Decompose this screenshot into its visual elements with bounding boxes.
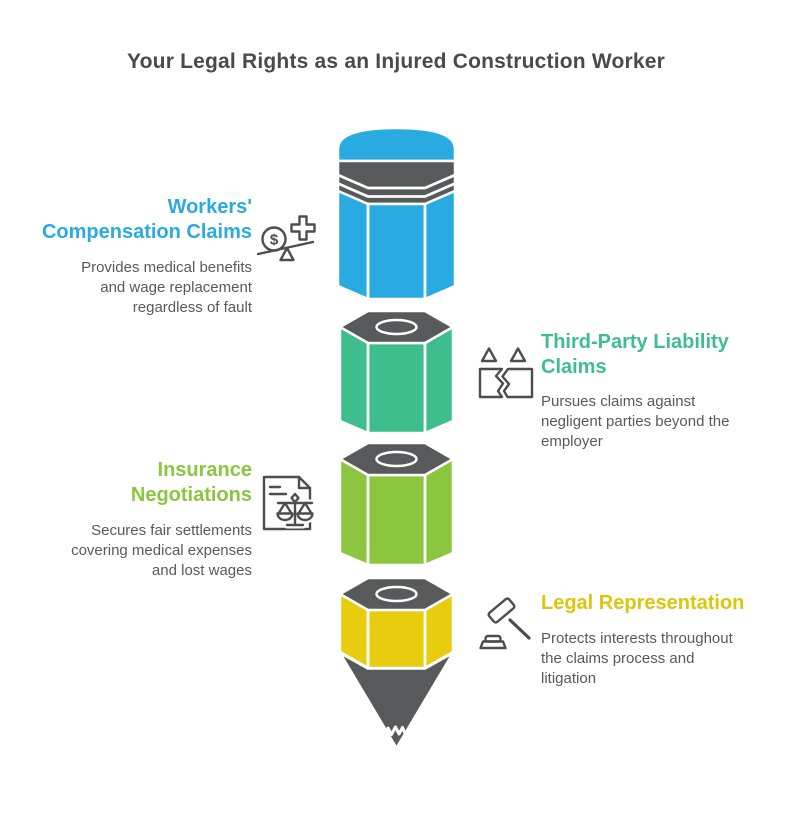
graphite-core	[375, 318, 418, 336]
section-heading-insurance: Insurance Negotiations	[130, 459, 252, 506]
section-heading-third-party: Third-Party Liability Claims	[541, 331, 729, 378]
section-heading-workers-compensation: Workers' Compensation Claims	[41, 196, 252, 243]
eraser-cap	[336, 126, 457, 163]
pencil-segment-blue	[336, 126, 457, 301]
graphite-core	[375, 585, 418, 603]
section-desc-legal-representation: Protects interests throughout the claims…	[541, 630, 733, 687]
pencil-segment-green	[338, 309, 455, 435]
segment-top-face	[338, 309, 455, 345]
gavel-icon	[477, 596, 535, 654]
pencil-segment-lime	[338, 441, 455, 567]
pencil-segment-yellow	[338, 576, 455, 750]
segment-top-face	[338, 576, 455, 612]
blue-body	[336, 189, 457, 301]
section-heading-legal-representation: Legal Representation	[541, 592, 745, 614]
section-desc-insurance: Secures fair settlements covering medica…	[71, 522, 252, 579]
graphite-core	[375, 450, 418, 468]
page-title: Your Legal Rights as an Injured Construc…	[127, 50, 665, 73]
svg-text:$: $	[270, 232, 279, 249]
broken-pencil-icon	[477, 344, 535, 402]
money-balance-icon: $	[254, 209, 320, 275]
section-desc-third-party: Pursues claims against negligent parties…	[541, 393, 730, 450]
section-desc-workers-compensation: Provides medical benefits and wage repla…	[81, 259, 252, 316]
segment-top-face	[338, 441, 455, 477]
tip-jagged-line	[382, 725, 408, 739]
document-scales-icon	[260, 474, 320, 534]
